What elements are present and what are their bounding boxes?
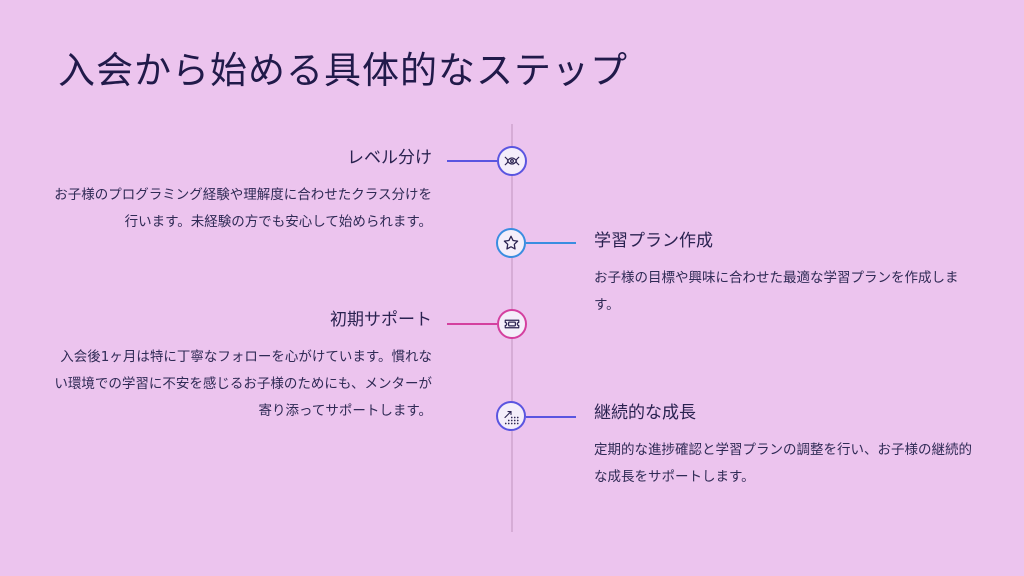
- step-1: レベル分け お子様のプログラミング経験や理解度に合わせたクラス分けを行います。未…: [52, 143, 432, 236]
- step-1-title: レベル分け: [347, 148, 432, 168]
- step-4-description: 定期的な進捗確認と学習プランの調整を行い、お子様の継続的な成長をサポートします。: [594, 442, 972, 485]
- step-4: 継続的な成長 定期的な進捗確認と学習プランの調整を行い、お子様の継続的な成長をサ…: [594, 398, 974, 491]
- step-2-node: [496, 228, 526, 258]
- step-2-title: 学習プラン作成: [594, 231, 713, 251]
- step-3-description: 入会後1ヶ月は特に丁寧なフォローを心がけています。慣れない環境での学習に不安を感…: [54, 349, 432, 419]
- step-3-node: [497, 309, 527, 339]
- step-2-connector: [526, 242, 576, 244]
- step-3: 初期サポート 入会後1ヶ月は特に丁寧なフォローを心がけています。慣れない環境での…: [52, 305, 432, 425]
- star-icon: [503, 235, 519, 250]
- page-title: 入会から始める具体的なステップ: [58, 49, 628, 92]
- step-1-connector: [447, 160, 497, 162]
- growth-dots-icon: [504, 410, 519, 425]
- step-4-node: [496, 401, 526, 431]
- step-4-connector: [526, 416, 576, 418]
- step-1-node: [497, 146, 527, 176]
- step-2: 学習プラン作成 お子様の目標や興味に合わせた最適な学習プランを作成します。: [594, 226, 974, 319]
- scan-eye-icon: [504, 156, 520, 166]
- step-1-description: お子様のプログラミング経験や理解度に合わせたクラス分けを行います。未経験の方でも…: [54, 187, 432, 230]
- step-3-connector: [447, 323, 497, 325]
- step-3-title: 初期サポート: [330, 310, 432, 330]
- ticket-icon: [504, 319, 520, 329]
- step-4-title: 継続的な成長: [594, 403, 696, 423]
- step-2-description: お子様の目標や興味に合わせた最適な学習プランを作成します。: [594, 270, 959, 313]
